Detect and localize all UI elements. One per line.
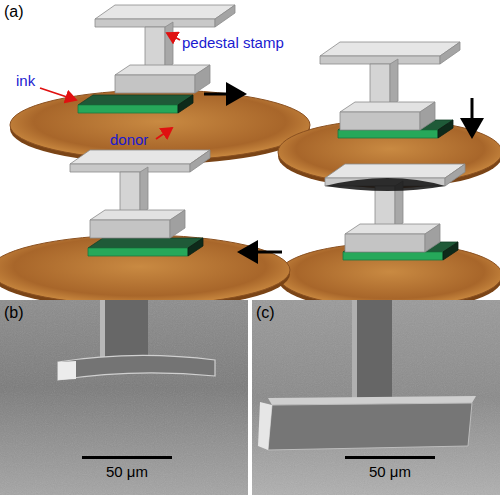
step-arrow [471,98,474,136]
scale-bar-label: 50 μm [369,463,411,480]
part-name: pedestal stamp [182,34,284,51]
step-arrow [204,93,244,96]
part-name: ink [16,72,35,89]
leader-line [156,128,172,139]
leader-line [167,33,180,40]
part-name: donor [110,131,148,148]
panel-letter: (a) [4,3,24,21]
sem-image [0,300,248,495]
leader-line [40,88,76,100]
step-arrow [240,251,282,254]
panel-letter: (c) [256,304,275,322]
panel-letter: (b) [4,304,24,322]
scale-bar-label: 50 μm [106,463,148,480]
sem-image [252,300,500,495]
